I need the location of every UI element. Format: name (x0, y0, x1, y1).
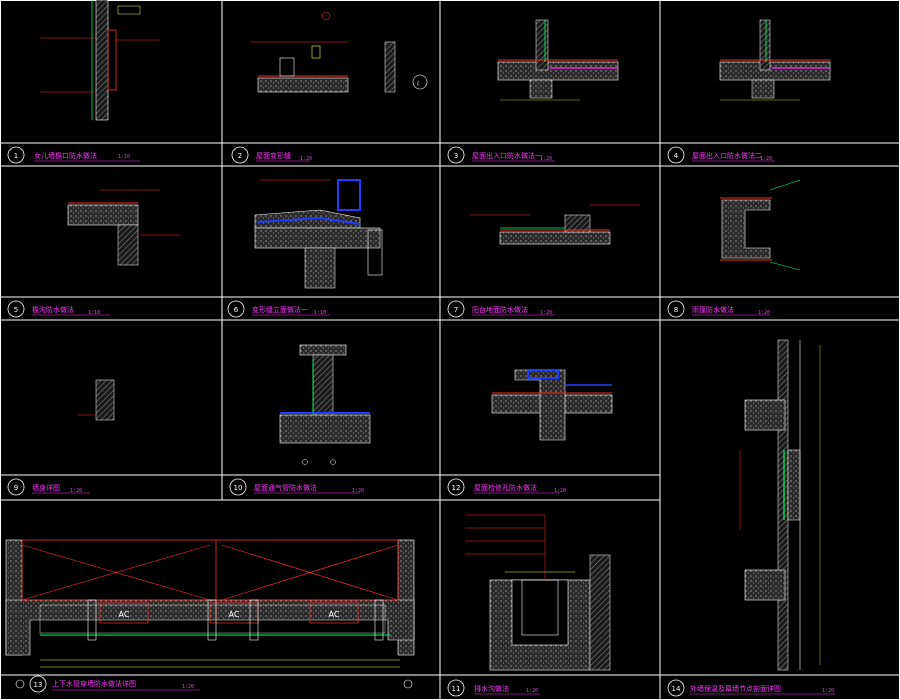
detail-title: 变形缝立面做法一 (252, 305, 308, 314)
detail-scale: 1:20 (70, 488, 82, 494)
detail-title: 排水沟做法 (474, 684, 509, 693)
detail-scale: 1:20 (182, 684, 194, 690)
ac-units: AC AC AC (119, 610, 340, 619)
detail-scale: 1:10 (314, 310, 326, 316)
drawing-14 (739, 339, 821, 671)
drawing-11 (465, 514, 611, 671)
title-block-10: 10 屋面通气管防水做法 1:20 (229, 478, 364, 496)
title-block-9: 9 墙身详图 1:20 (7, 478, 90, 496)
drawing-13 (5, 539, 415, 689)
title-block-13: 13 上下水管穿墙防水做法详图 1:20 (29, 675, 200, 693)
detail-scale: 1:10 (88, 310, 100, 316)
svg-text:C: C (417, 81, 420, 86)
title-block-7: 7 阳台地面防水做法 1:20 (447, 300, 555, 318)
drawing-2: C (250, 11, 428, 93)
detail-number: 3 (454, 152, 458, 160)
drawing-12 (491, 369, 613, 441)
detail-number: 13 (34, 681, 43, 689)
detail-title: 屋面检修孔防水做法 (474, 483, 537, 492)
title-block-2: 2 屋面变形缝 1:20 (231, 146, 312, 164)
detail-number: 11 (452, 685, 461, 693)
detail-scale: 1:20 (540, 156, 552, 162)
title-block-1: 1 女儿墙檐口防水做法 1:10 (7, 146, 140, 164)
drawing-5 (67, 189, 180, 266)
drawing-7 (470, 204, 640, 245)
title-block-11: 11 排水沟做法 1:20 (447, 679, 540, 697)
ac-label: AC (119, 610, 130, 619)
drawing-8 (720, 179, 801, 271)
title-block-6: 6 变形缝立面做法一 1:10 (227, 300, 330, 318)
detail-scale: 1:20 (540, 310, 552, 316)
detail-number: 12 (452, 484, 461, 492)
detail-number: 5 (14, 306, 18, 314)
detail-title: 檐沟防水做法 (32, 305, 74, 314)
title-block-4: 4 屋面出入口防水做法二 1:20 (667, 146, 775, 164)
detail-title: 阳台地面防水做法 (472, 305, 528, 314)
detail-number: 10 (234, 484, 243, 492)
detail-scale: 1:20 (300, 156, 312, 162)
title-block-8: 8 雨篷防水做法 1:20 (667, 300, 770, 318)
title-block-14: 14 外墙保温及幕墙节点剖面详图 1:20 (667, 679, 835, 697)
detail-title: 女儿墙檐口防水做法 (34, 151, 97, 160)
detail-number: 2 (238, 152, 242, 160)
title-block-12: 12 屋面检修孔防水做法 1:20 (447, 478, 566, 496)
detail-title: 墙身详图 (32, 483, 60, 492)
drawing-9 (78, 379, 115, 421)
detail-number: 1 (14, 152, 18, 160)
detail-number: 6 (234, 306, 239, 314)
detail-scale: 1:20 (758, 310, 770, 316)
drawing-6 (254, 179, 383, 289)
drawing-1 (40, 0, 160, 121)
drawing-10 (279, 344, 371, 465)
detail-title: 屋面通气管防水做法 (254, 483, 317, 492)
detail-scale: 1:20 (822, 688, 834, 694)
detail-title: 雨篷防水做法 (692, 305, 734, 314)
ac-label: AC (229, 610, 240, 619)
detail-scale: 1:20 (526, 688, 538, 694)
title-block-5: 5 檐沟防水做法 1:10 (7, 300, 110, 318)
ac-label: AC (329, 610, 340, 619)
detail-title: 屋面出入口防水做法一 (472, 151, 542, 160)
detail-scale: 1:20 (760, 156, 772, 162)
drawing-3 (497, 19, 619, 101)
detail-scale: 1:10 (118, 154, 130, 160)
detail-title: 屋面变形缝 (256, 151, 291, 160)
drawing-4 (719, 19, 831, 101)
detail-title: 上下水管穿墙防水做法详图 (52, 679, 136, 688)
detail-scale: 1:20 (352, 488, 364, 494)
title-block-3: 3 屋面出入口防水做法一 1:20 (447, 146, 555, 164)
detail-title: 屋面出入口防水做法二 (692, 151, 762, 160)
detail-number: 14 (672, 685, 681, 693)
detail-number: 7 (454, 306, 458, 314)
detail-title: 外墙保温及幕墙节点剖面详图 (690, 684, 781, 693)
detail-number: 9 (14, 484, 18, 492)
detail-scale: 1:20 (554, 488, 566, 494)
detail-number: 4 (674, 152, 679, 160)
detail-number: 8 (674, 306, 678, 314)
